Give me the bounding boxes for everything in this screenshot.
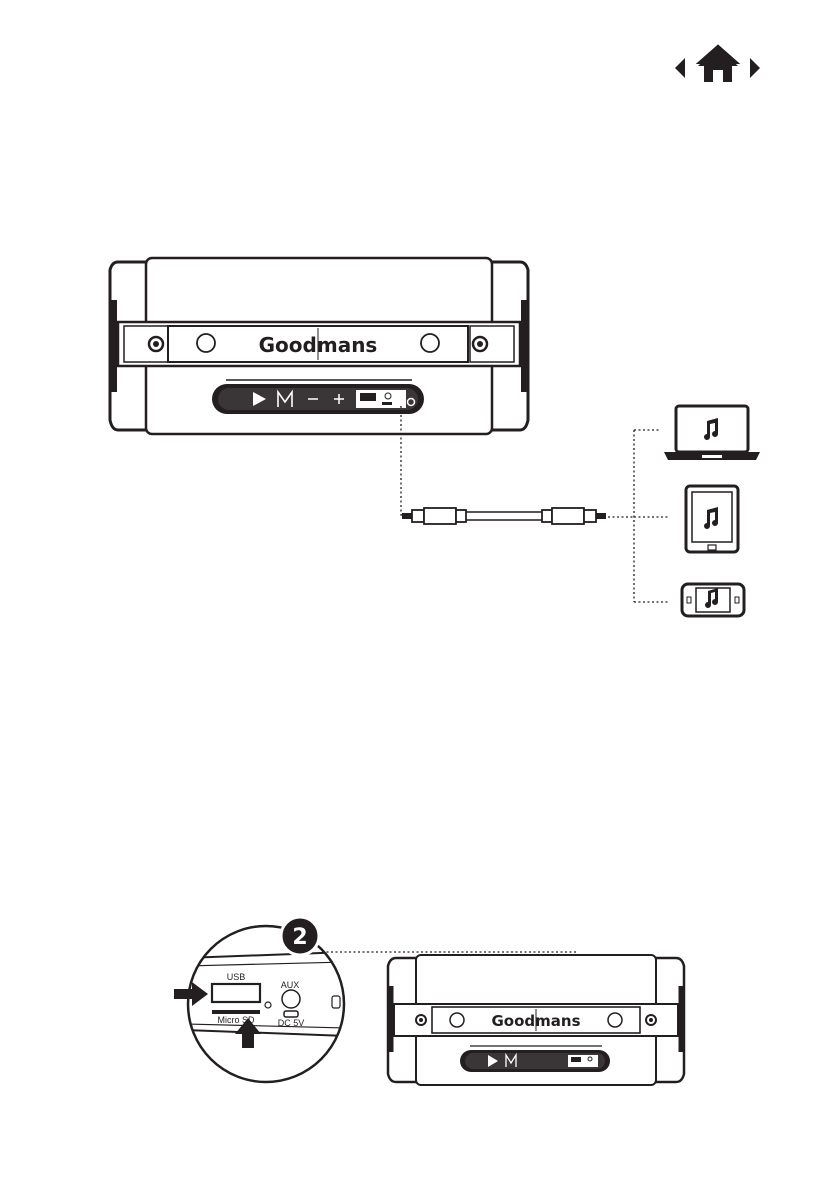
aux-port-label: AUX xyxy=(281,980,300,990)
port-panel xyxy=(356,390,415,408)
dc-port-label: DC 5V xyxy=(278,1018,305,1028)
aux-cable xyxy=(402,508,606,524)
home-icon[interactable] xyxy=(698,47,738,82)
connection-lines xyxy=(401,406,668,602)
speaker-brand-logo-small: Goodmans xyxy=(491,1012,580,1030)
step-number: 2 xyxy=(292,925,307,950)
usb-port-label: USB xyxy=(227,972,246,982)
chevron-left-icon[interactable] xyxy=(675,58,685,78)
laptop-icon xyxy=(664,406,760,460)
tablet-icon xyxy=(686,486,738,552)
speaker-brand-logo: Goodmans xyxy=(259,333,378,357)
chevron-right-icon[interactable] xyxy=(750,58,760,78)
